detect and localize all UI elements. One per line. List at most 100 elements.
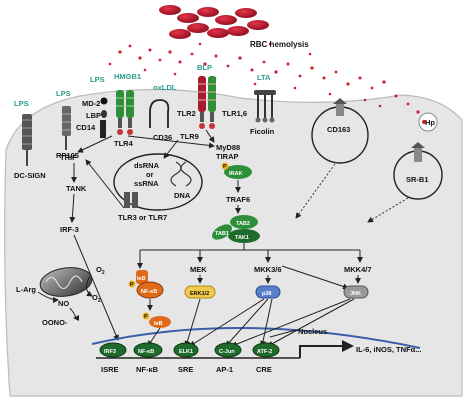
traf6-label: TRAF6 [226, 195, 250, 204]
hp-circle [418, 112, 438, 132]
larg-label: L-Arg [16, 285, 36, 294]
myd88-label: MyD88 [216, 143, 240, 152]
tlr16-label: TLR1,6 [222, 109, 247, 118]
rp105-label: RP105 [56, 151, 79, 160]
ficolin-label: Ficolin [250, 127, 275, 136]
output-label: IL-6, iNOS, TNFα... [356, 345, 421, 354]
ikb-label: IκB [137, 276, 146, 282]
tlr2-myd88-arrow [205, 129, 215, 143]
irak-p-badge [221, 162, 229, 170]
tlr2-receptor [198, 76, 216, 129]
tf-atf2-label: ATF-2 [257, 349, 272, 355]
erk-label: ERK1/2 [190, 291, 209, 297]
tlr9-label: TLR9 [180, 132, 199, 141]
jnk-cjun-arrow [231, 298, 351, 347]
no-label: NO [58, 299, 69, 308]
md2-label: MD-2 [82, 99, 100, 108]
o2b-label: O2 [92, 293, 101, 304]
tf-nfkb-label: NF-κB [138, 349, 154, 355]
tlr4-trif-arrow [77, 135, 113, 153]
dsrna-label: dsRNA [134, 161, 160, 170]
lps-label-3: LPS [90, 75, 105, 84]
tf-irf3: IRF3 [99, 342, 127, 358]
tf-cjun: C-Jun [214, 342, 242, 358]
mitochondrion [39, 267, 93, 297]
tab1-label: TAB1 [215, 231, 229, 237]
cd14-shape [100, 120, 106, 138]
tak1-shape [228, 229, 260, 243]
site-cre: CRE [256, 365, 272, 374]
site-sre: SRE [178, 365, 193, 374]
oxldl-label: oxLDL [153, 83, 177, 92]
rbc-cluster [159, 5, 269, 39]
ikb-p-badge [128, 280, 136, 288]
trif-label: TRIF [60, 153, 77, 162]
jnk-shape [343, 285, 369, 299]
nfkb-complex-shape [136, 281, 164, 299]
site-isre: ISRE [101, 365, 119, 374]
nucleus-label: Nucleus [298, 327, 327, 336]
srb1-receptor [411, 142, 425, 162]
ikb2-p-badge [142, 312, 150, 320]
irak-p-label: P [223, 164, 227, 170]
cd36-receptor [149, 99, 170, 128]
ficolin-receptor [254, 90, 276, 123]
p38-cjun-arrow [225, 298, 269, 347]
ssrna-label: ssRNA [134, 179, 159, 188]
jnk-atf2-arrow [267, 298, 355, 347]
tlr4-label: TLR4 [114, 139, 134, 148]
irf3-label: IRF-3 [60, 225, 79, 234]
tlr4-receptor [116, 90, 134, 135]
hp-label: Hp [425, 118, 435, 127]
mek-label: MEK [190, 265, 207, 274]
mkk36-label: MKK3/6 [254, 265, 282, 274]
ooono-label: OONO- [42, 318, 68, 327]
dcsign-receptor [22, 114, 32, 166]
cd163-receptor [333, 98, 347, 116]
nuclear-envelope [91, 326, 421, 349]
dna-strand [170, 161, 192, 187]
tf-cjun-label: C-Jun [219, 349, 235, 355]
larg-no-arrow [37, 291, 59, 303]
cd163-label: CD163 [327, 125, 350, 134]
p38-elk1-arrow [189, 298, 265, 347]
blp-label: BLP [197, 63, 212, 72]
cd36-label: CD36 [153, 133, 172, 142]
p38-atf2-arrow [260, 298, 273, 347]
site-nfkb: NF-κB [136, 365, 159, 374]
lps-label-2: LPS [56, 89, 71, 98]
p38-label: p38 [262, 291, 271, 297]
tirap-label: TIRAP [216, 152, 239, 161]
site-ap1: AP-1 [216, 365, 233, 374]
endosome [113, 153, 203, 211]
tab2-shape [230, 215, 258, 229]
no-ooono-arrow [69, 307, 80, 321]
tf-irf3-label: IRF3 [104, 349, 116, 355]
or-label: or [146, 170, 154, 179]
tf-nfkb: NF-κB [133, 342, 163, 358]
erk-shape [184, 285, 216, 299]
tlr37-trif-arrow [85, 159, 125, 209]
tf-atf2: ATF-2 [252, 342, 280, 358]
heme-particles [108, 42, 432, 120]
tlr37-label: TLR3 or TLR7 [118, 213, 167, 222]
hmgb1-label: HMGB1 [114, 72, 141, 81]
mkk47-label: MKK4/7 [344, 265, 372, 274]
lbp-label: LBP [86, 111, 101, 120]
rp105-receptor [62, 106, 71, 150]
ikb2-p-label: P [144, 314, 148, 320]
o2-cycle-arrow [86, 275, 93, 297]
mkk36-jnk-arrow [281, 265, 349, 290]
p38-shape [255, 285, 281, 299]
md2-shape [100, 97, 108, 105]
tf-elk1-label: ELK1 [179, 349, 193, 355]
tab1-shape [212, 224, 232, 240]
transcription-arrow [299, 340, 354, 358]
hp-heme-dot [422, 120, 426, 124]
tab2-label: TAB2 [236, 221, 250, 227]
tlr2-label: TLR2 [177, 109, 196, 118]
tank-label: TANK [66, 184, 87, 193]
dna-label: DNA [174, 191, 191, 200]
tlr9-arrow [163, 139, 179, 159]
o2a-label: O2 [96, 265, 105, 276]
